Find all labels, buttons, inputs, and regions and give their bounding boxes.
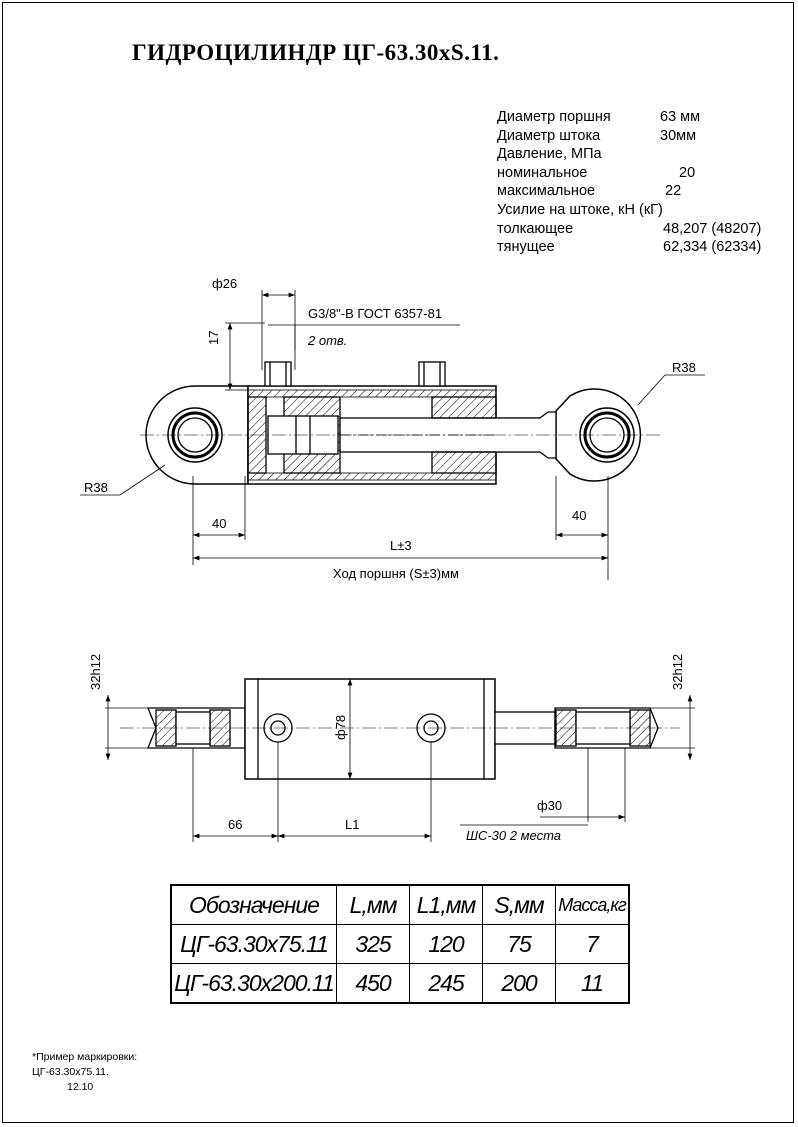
dim-stroke: Ход поршня (S±3)мм [333, 566, 459, 581]
table-row: ЦГ-63.30х200.11 450 245 200 11 [170, 963, 630, 1004]
outer-view [105, 678, 695, 842]
spec-label: толкающее [497, 220, 574, 237]
marking-note: *Пример маркировки: ЦГ-63.30х75.11. 12.1… [32, 1050, 137, 1095]
drawing-title: ГИДРОЦИЛИНДР ЦГ-63.30хS.11. [132, 40, 500, 65]
dim-bearing: ШС-30 2 места [466, 828, 561, 843]
spec-label: Усилие на штоке, кН (кГ) [497, 201, 663, 218]
spec-value: 30мм [660, 127, 697, 144]
dim-r38-left: R38 [84, 480, 108, 495]
table-cell: 245 [409, 963, 483, 1004]
variants-table: Обозначение L,мм L1,мм S,мм Масса,кг ЦГ-… [170, 884, 630, 1004]
table-cell: 75 [482, 924, 556, 964]
table-cell: 325 [336, 924, 410, 964]
note-line: ЦГ-63.30х75.11. [32, 1066, 109, 1078]
dim-left-40: 40 [212, 516, 226, 531]
dim-L1: L1 [345, 817, 359, 832]
spec-value: 62,334 (62334) [663, 239, 762, 256]
table-cell: ЦГ-63.30х200.11 [170, 963, 337, 1004]
note-line: 12.10 [67, 1081, 94, 1093]
table-cell: 450 [336, 963, 410, 1004]
table-cell: 120 [409, 924, 483, 964]
dim-d30: ф30 [537, 798, 562, 813]
table-row: ЦГ-63.30х75.11 325 120 75 7 [170, 924, 630, 964]
dim-L: L±3 [390, 538, 412, 553]
hydraulic-ports [264, 361, 446, 387]
spec-label: Диаметр поршня [497, 109, 611, 125]
spec-value: 22 [665, 183, 682, 200]
spec-label: Давление, МПа [497, 146, 602, 163]
spec-label: номинальное [497, 164, 588, 181]
table-header-cell: Обозначение [170, 884, 337, 925]
table-cell: 200 [482, 963, 556, 1004]
dim-r38-right: R38 [672, 360, 696, 375]
dim-d26: ф26 [212, 276, 237, 291]
dim-d78: ф78 [333, 715, 348, 740]
table-header-cell: S,мм [482, 884, 556, 925]
spec-label: максимальное [497, 183, 596, 200]
table-cell: 7 [555, 924, 630, 964]
table-header-row: Обозначение L,мм L1,мм S,мм Масса,кг [170, 884, 630, 925]
table-cell: ЦГ-63.30х75.11 [170, 924, 337, 964]
table-cell: 11 [555, 963, 630, 1004]
dim-32h12-right: 32h12 [670, 654, 685, 690]
table-header-cell: L,мм [336, 884, 410, 925]
note-line: *Пример маркировки: [32, 1051, 138, 1063]
dim-66: 66 [228, 817, 242, 832]
dim-h17: 17 [206, 331, 221, 345]
dim-right-40: 40 [572, 508, 586, 523]
cylinder-outer [244, 678, 496, 780]
table-header-cell: L1,мм [409, 884, 483, 925]
dim-32h12-left: 32h12 [88, 654, 103, 690]
dim-thread: G3/8"-В ГОСТ 6357-81 [308, 306, 442, 321]
spec-value: 20 [679, 164, 696, 181]
spec-value: 48,207 (48207) [663, 220, 762, 237]
spec-value: 63 мм [660, 109, 701, 125]
spec-label: тянущее [497, 239, 555, 256]
table-header-cell: Масса,кг [555, 884, 630, 925]
dim-holes: 2 отв. [307, 333, 347, 348]
section-view [80, 290, 705, 580]
spec-label: Диаметр штока [497, 127, 601, 144]
